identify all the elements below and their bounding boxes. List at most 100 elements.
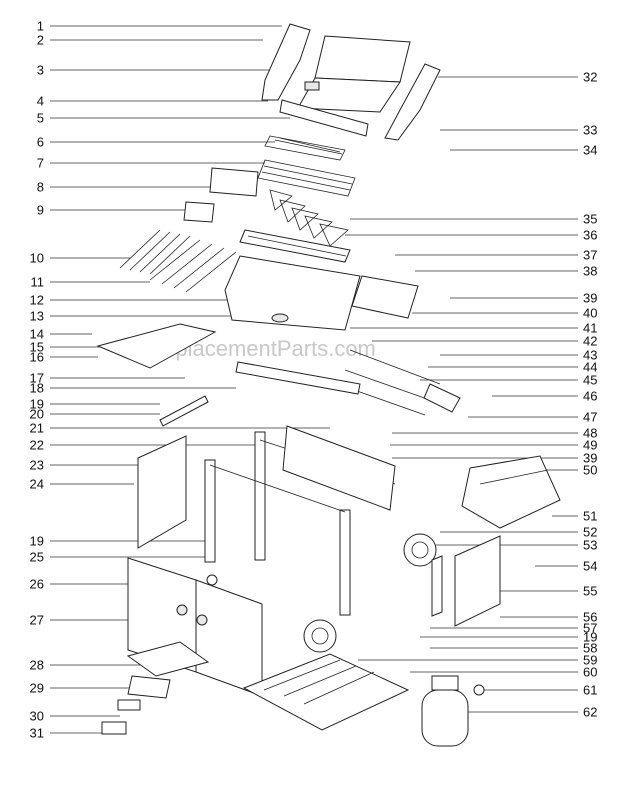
side-panel-illustration [137, 435, 187, 549]
control-panel-illustration [351, 275, 419, 319]
callout-number: 47 [583, 410, 597, 425]
callout-number: 11 [31, 275, 45, 290]
callout-number: 50 [583, 463, 597, 478]
warming-rack-illustration [264, 135, 346, 161]
callout-number: 21 [30, 421, 44, 436]
propane-tank-illustration [421, 675, 469, 747]
back-panel-illustration [282, 425, 396, 511]
callout-number: 36 [583, 228, 597, 243]
callout-number: 23 [30, 458, 44, 473]
callout-number: 16 [30, 350, 44, 365]
callout-number: 61 [583, 683, 597, 698]
side-burner-illustration [461, 455, 561, 529]
callout-number: 15 [30, 340, 44, 355]
callout-number: 9 [37, 203, 44, 218]
callout-number: 42 [583, 334, 597, 349]
callout-number: 22 [30, 438, 44, 453]
left-end-cap-illustration [261, 23, 311, 101]
cart-frame-illustration [204, 431, 396, 616]
callout-number: 32 [583, 70, 597, 85]
callout-number: 41 [583, 321, 597, 336]
side-table-illustration [96, 323, 217, 369]
callout-number: 56 [583, 610, 597, 625]
callout-number: 1 [37, 19, 44, 34]
callout-number: 53 [583, 538, 597, 553]
callout-number: 24 [30, 477, 44, 492]
callout-number: 14 [30, 327, 44, 342]
callout-number: 60 [583, 665, 597, 680]
frame-rail-illustration [235, 361, 361, 395]
valve-illustration [473, 684, 485, 696]
wheels-illustration [206, 533, 437, 653]
callout-number: 3 [37, 63, 44, 78]
callout-number: 2 [37, 33, 44, 48]
lid-illustration [297, 35, 411, 113]
flavorizer-bars-illustration [269, 189, 349, 247]
drip-liner-illustration [101, 721, 127, 735]
callout-number: 7 [37, 156, 44, 171]
callout-number: 39 [583, 291, 597, 306]
handle-illustration [279, 99, 369, 137]
catch-pan-illustration [126, 641, 210, 677]
callout-number: 43 [583, 348, 597, 363]
callout-number: 38 [583, 264, 597, 279]
callout-number: 46 [583, 389, 597, 404]
callout-number: 6 [37, 135, 44, 150]
callout-number: 39 [583, 451, 597, 466]
callout-number: 54 [583, 559, 597, 574]
callout-number: 26 [30, 577, 44, 592]
cross-rail-illustration [159, 395, 209, 427]
cooking-grate-illustration [257, 159, 356, 197]
callout-number: 20 [30, 407, 44, 422]
callout-number: 57 [583, 621, 597, 636]
briquette-bars-illustration [119, 229, 237, 293]
leg-illustration [431, 555, 443, 617]
callout-number: 30 [30, 709, 44, 724]
callout-number: 45 [583, 373, 597, 388]
callout-number: 18 [30, 381, 44, 396]
callout-number: 19 [30, 397, 44, 412]
callout-number: 37 [583, 248, 597, 263]
doors-illustration [127, 557, 263, 697]
callout-number: 31 [30, 726, 44, 741]
callout-number: 19 [583, 630, 597, 645]
callout-number: 44 [583, 360, 597, 375]
tray-illustration [209, 167, 259, 197]
porcelain-bars-illustration [239, 229, 351, 263]
right-end-cap-illustration [384, 63, 441, 141]
callout-number: 55 [583, 584, 597, 599]
callout-number: 19 [30, 534, 44, 549]
burner-tubes-illustration [339, 349, 461, 416]
callout-number: 5 [37, 111, 44, 126]
drip-pan-holder-illustration [127, 675, 171, 699]
callout-number: 17 [30, 371, 44, 386]
callout-number: 52 [583, 525, 597, 540]
left-callouts: 1234567891011121314151617181920212223241… [30, 19, 330, 741]
callout-number: 13 [30, 309, 44, 324]
callout-number: 29 [30, 681, 44, 696]
callout-number: 40 [583, 306, 597, 321]
callout-number: 10 [30, 251, 44, 266]
callout-number: 58 [583, 641, 597, 656]
drip-tray-illustration [117, 699, 141, 711]
callout-number: 35 [583, 212, 597, 227]
callout-number: 33 [583, 123, 597, 138]
right-callouts: 3233343536373839404142434445464748493950… [345, 70, 597, 720]
callout-number: 59 [583, 653, 597, 668]
callout-number: 34 [583, 143, 597, 158]
callout-number: 48 [583, 426, 597, 441]
gas-panel-illustration [454, 535, 501, 627]
callout-number: 51 [583, 509, 597, 524]
callout-number: 12 [30, 293, 44, 308]
callout-number: 25 [30, 550, 44, 565]
bracket-illustration [183, 201, 215, 223]
callout-number: 27 [30, 613, 44, 628]
callout-number: 8 [37, 180, 44, 195]
callout-number: 49 [583, 438, 597, 453]
callout-number: 28 [30, 658, 44, 673]
cookbox-illustration [224, 255, 361, 331]
callout-number: 4 [37, 94, 44, 109]
bottom-shelf-illustration [242, 653, 410, 731]
callout-number: 62 [583, 705, 597, 720]
